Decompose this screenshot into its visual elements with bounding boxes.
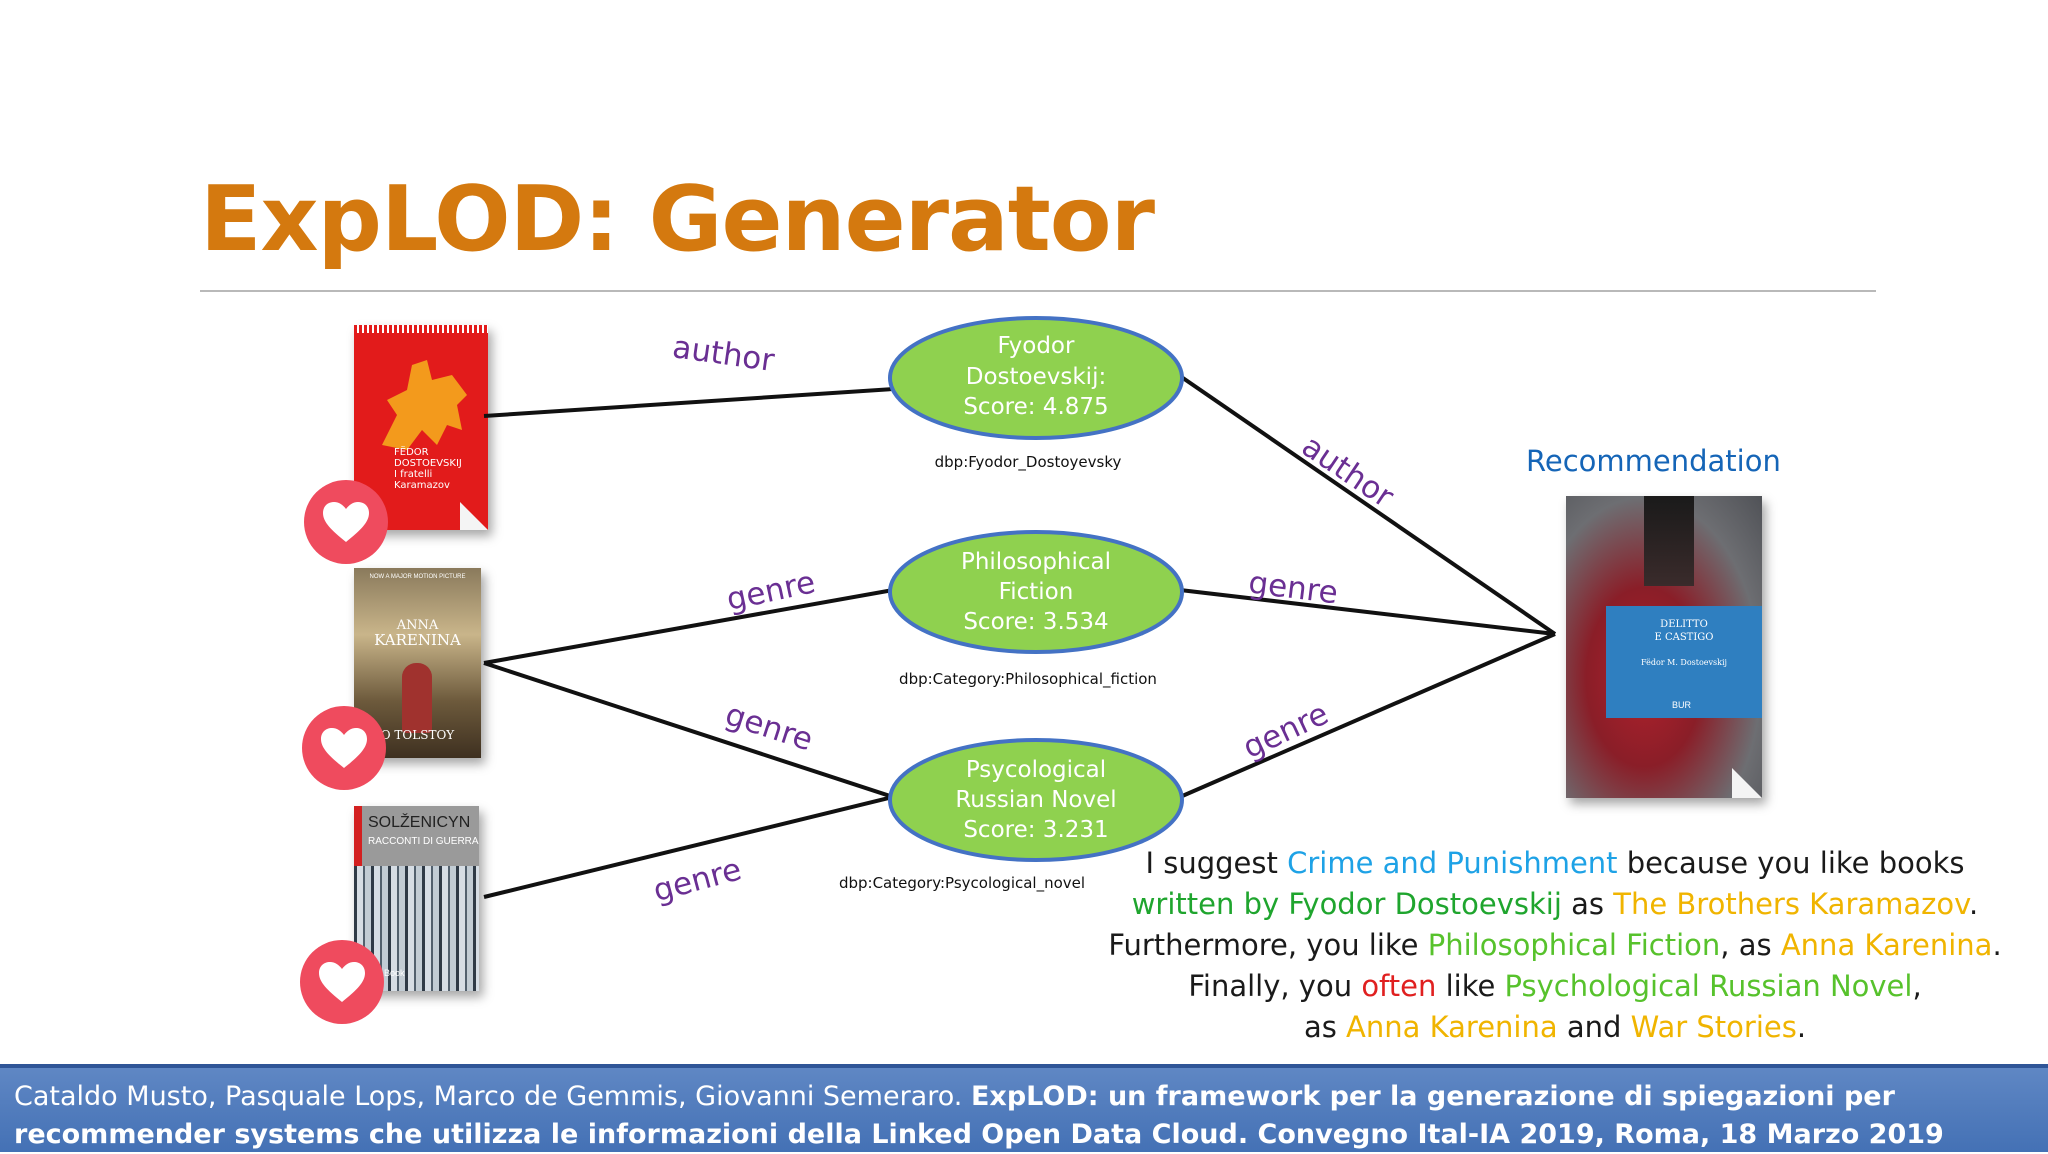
- node-label-line: Fyodor: [998, 333, 1075, 359]
- node-dostoevskij: Fyodor Dostoevskij: Score: 4.875: [888, 316, 1184, 440]
- edge-line: [1178, 374, 1557, 636]
- book-title-line: ANNA: [396, 618, 439, 633]
- edge-line: [483, 588, 894, 665]
- node-philosophical-fiction: Philosophical Fiction Score: 3.534: [888, 530, 1184, 654]
- text-span: Furthermore, you like: [1108, 928, 1428, 962]
- edge-label-author: author: [1295, 428, 1400, 515]
- citation-footer: Cataldo Musto, Pasquale Lops, Marco de G…: [0, 1064, 2048, 1152]
- title-divider: [200, 290, 1876, 292]
- node-uri: dbp:Fyodor_Dostoyevsky: [935, 453, 1122, 472]
- explanation-text: I suggest Crime and Punishment because y…: [1090, 843, 2020, 1048]
- edge-line: [1179, 632, 1556, 799]
- book-title-line: I fratelli: [394, 469, 433, 480]
- text-span: .: [1796, 1010, 1807, 1044]
- node-uri: dbp:Category:Psycological_novel: [839, 874, 1085, 893]
- edge-label-genre: genre: [650, 851, 746, 909]
- node-score: Score: 3.534: [963, 609, 1108, 635]
- liked-item: War Stories: [1630, 1010, 1797, 1044]
- like-badge[interactable]: [300, 940, 384, 1024]
- book-title-line: Karamazov: [394, 480, 450, 491]
- text-span: as: [1303, 1010, 1347, 1044]
- book-author: Fëdor M. Dostoevskij: [1640, 658, 1728, 667]
- node-label-line: Philosophical: [961, 549, 1111, 575]
- explanation-line: Finally, you often like Psychological Ru…: [1090, 966, 2020, 1007]
- edge-label-genre: genre: [1238, 696, 1334, 766]
- node-label-line: Psycological: [966, 757, 1106, 783]
- explanation-line: as Anna Karenina and War Stories.: [1090, 1007, 2020, 1048]
- heart-icon: [323, 502, 369, 542]
- like-badge[interactable]: [304, 480, 388, 564]
- explanation-line: I suggest Crime and Punishment because y…: [1090, 843, 2020, 884]
- liked-item: The Brothers Karamazov: [1613, 887, 1970, 921]
- book-author-line: DOSTOEVSKIJ: [394, 458, 462, 469]
- text-span: and: [1557, 1010, 1631, 1044]
- text-span: .: [1969, 887, 1979, 921]
- book-cover-crime-and-punishment: DELITTO E CASTIGO Fëdor M. Dostoevskij B…: [1566, 496, 1762, 798]
- text-span: as: [1561, 887, 1614, 921]
- node-label-line: Russian Novel: [955, 787, 1116, 813]
- book-publisher: Book: [384, 968, 405, 978]
- like-badge[interactable]: [302, 706, 386, 790]
- text-span: Finally, you: [1188, 969, 1362, 1003]
- node-score: Score: 4.875: [963, 394, 1108, 420]
- book-author-line: FËDOR: [394, 447, 429, 458]
- edge-line: [483, 387, 894, 418]
- property-span: Psychological Russian Novel: [1504, 969, 1913, 1003]
- book-banner: NOW A MAJOR MOTION PICTURE: [369, 574, 466, 580]
- node-uri: dbp:Category:Philosophical_fiction: [899, 670, 1157, 689]
- recommended-item: Crime and Punishment: [1287, 846, 1618, 880]
- property-span: written by Fyodor Dostoevskij: [1131, 887, 1562, 921]
- edge-label-genre: genre: [1247, 565, 1340, 612]
- edge-line: [483, 661, 894, 799]
- slide-title: ExpLOD: Generator: [200, 167, 1155, 272]
- text-span: because you like books: [1617, 846, 1965, 880]
- edge-label-author: author: [670, 329, 776, 379]
- book-author: O TOLSTOY: [380, 728, 455, 742]
- liked-item: Anna Karenina: [1346, 1010, 1558, 1044]
- book-title-line: DELITTO: [1660, 619, 1708, 630]
- citation-authors: Cataldo Musto, Pasquale Lops, Marco de G…: [14, 1081, 971, 1112]
- text-span: .: [1992, 928, 2002, 962]
- book-title-line: KARENINA: [374, 631, 461, 649]
- liked-item: Anna Karenina: [1780, 928, 1993, 962]
- explanation-line: Furthermore, you like Philosophical Fict…: [1090, 925, 2020, 966]
- property-span: Philosophical Fiction: [1427, 928, 1721, 962]
- edge-label-genre: genre: [721, 697, 817, 759]
- citation-title: ExpLOD: un framework per la generazione …: [14, 1081, 1944, 1150]
- text-span: ,: [1912, 969, 1922, 1003]
- edge-line: [483, 795, 894, 899]
- recommendation-label: Recommendation: [1526, 444, 1781, 478]
- node-score: Score: 3.231: [963, 817, 1108, 843]
- book-title: RACCONTI DI GUERRA: [368, 836, 479, 847]
- text-span: , as: [1720, 928, 1781, 962]
- book-title-line: E CASTIGO: [1654, 632, 1714, 643]
- node-psychological-novel: Psycological Russian Novel Score: 3.231: [888, 738, 1184, 862]
- book-author: SOLŽENICYN: [368, 814, 471, 831]
- explanation-line: written by Fyodor Dostoevskij as The Bro…: [1090, 884, 2020, 925]
- text-span: like: [1436, 969, 1505, 1003]
- frequency-span: often: [1361, 969, 1437, 1003]
- text-span: I suggest: [1145, 846, 1288, 880]
- book-publisher: BUR: [1672, 700, 1692, 710]
- node-label-line: Dostoevskij:: [966, 364, 1106, 390]
- heart-icon: [319, 962, 365, 1002]
- edge-line: [1179, 588, 1556, 636]
- heart-icon: [321, 728, 367, 768]
- node-label-line: Fiction: [999, 579, 1074, 605]
